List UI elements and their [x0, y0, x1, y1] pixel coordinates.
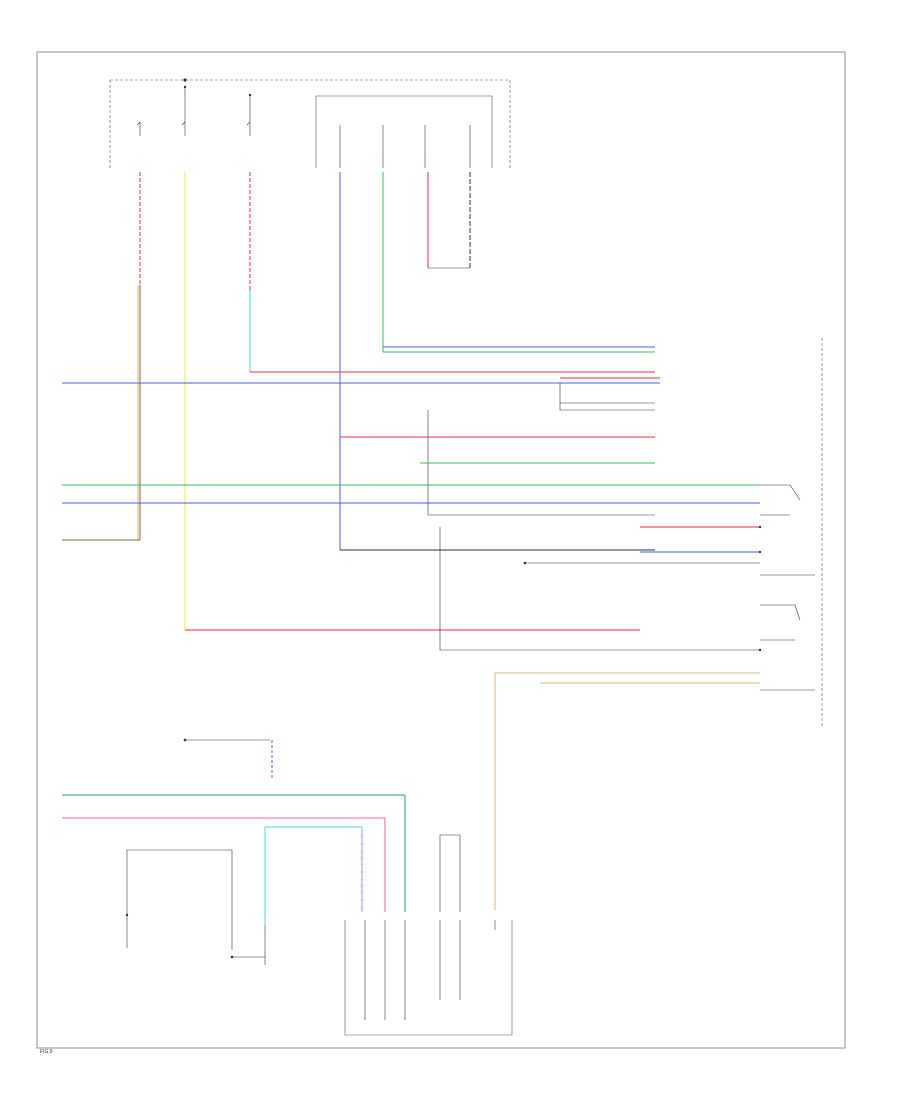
wire-black-to-switch: [439, 527, 760, 651]
wire-group-middle: [62, 377, 760, 651]
wire-black-box-left: [126, 849, 233, 950]
wire-ground-pair: [439, 835, 461, 912]
wire-group-top: [62, 172, 655, 631]
page-label: FIG.9: [40, 1049, 53, 1055]
wire-black-jog-1: [559, 383, 655, 404]
fuse-symbols: [136, 87, 471, 168]
right-switch-module: [758, 338, 823, 728]
wire-group-tan: [494, 672, 760, 910]
diagram-frame: [36, 51, 846, 1049]
wire-black-jog-2: [559, 403, 655, 411]
bottom-module-box: [344, 920, 513, 1036]
wire-group-bottom: [62, 738, 513, 1036]
module-pins: [364, 920, 496, 1020]
wire-black-jog-3: [427, 410, 655, 516]
switch-contact-1: [760, 484, 801, 501]
switch-contact-3: [760, 604, 801, 621]
power-distribution-center: [109, 78, 511, 168]
wire-cyan-loop: [264, 826, 363, 925]
